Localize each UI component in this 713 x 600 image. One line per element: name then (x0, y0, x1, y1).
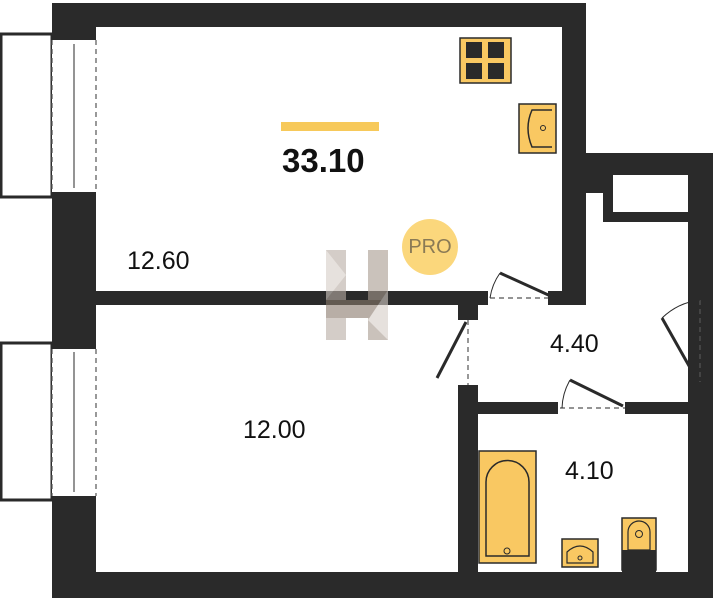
balcony-bottom (0, 341, 54, 502)
bathroom-sink-icon (561, 538, 599, 568)
window-bottom (51, 349, 97, 496)
room-area-bedroom: 12.00 (243, 416, 306, 444)
stove-icon (459, 37, 512, 84)
pro-badge: PRO (402, 219, 458, 275)
bathtub-icon (478, 450, 537, 564)
toilet-icon (621, 517, 657, 572)
window-top (51, 40, 97, 192)
balcony-top (0, 32, 54, 199)
total-area-bar (281, 122, 379, 131)
watermark-logo (326, 250, 388, 340)
room-area-bathroom: 4.10 (565, 457, 614, 485)
total-area: 33.10 (282, 142, 365, 179)
room-area-kitchen-living: 12.60 (127, 247, 190, 275)
room-area-hallway: 4.40 (550, 330, 599, 358)
kitchen-sink-icon (518, 103, 557, 154)
doors (435, 271, 701, 409)
